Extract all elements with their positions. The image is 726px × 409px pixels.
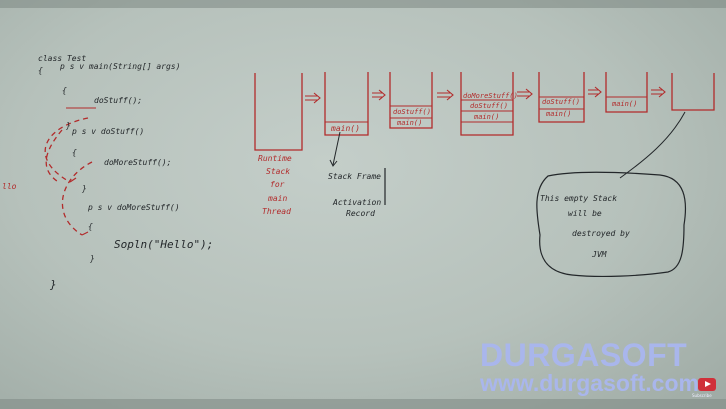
stack-container-7 bbox=[671, 73, 715, 111]
stack-caption-line-2: Stack bbox=[266, 167, 291, 176]
arrow-4 bbox=[517, 88, 533, 100]
stack-caption-line-5: Thread bbox=[262, 207, 291, 216]
board-bottom-edge bbox=[0, 399, 726, 409]
arrow-1 bbox=[305, 92, 321, 104]
call-arc-3 bbox=[45, 129, 63, 184]
pointer-stack-frame-head bbox=[329, 159, 338, 167]
code-open-brace: { bbox=[38, 66, 43, 75]
stack-caption-line-4: main bbox=[268, 194, 288, 203]
note-line-1: This empty Stack bbox=[540, 194, 618, 203]
stack-container-4 bbox=[460, 72, 514, 136]
stack-container-2 bbox=[324, 72, 369, 136]
stack-container-6 bbox=[605, 72, 648, 113]
frame-separators bbox=[325, 96, 647, 123]
code-dostuff-signature: p s v doStuff() bbox=[72, 127, 145, 136]
call-arc-2 bbox=[61, 161, 93, 236]
label-stack-frame: Stack Frame bbox=[328, 172, 381, 181]
board-top-edge bbox=[0, 0, 726, 8]
arrow-6 bbox=[651, 86, 666, 98]
stack-3-frame-main: main() bbox=[397, 119, 423, 127]
code-dostuff-close: } bbox=[82, 184, 87, 193]
left-edge-fragment: llo bbox=[2, 182, 17, 191]
code-class-decl: class Test bbox=[38, 54, 87, 63]
stack-3-frame-dostuff: doStuff() bbox=[393, 108, 431, 116]
note-line-3: destroyed by bbox=[572, 229, 630, 238]
youtube-subscribe-icon[interactable] bbox=[698, 378, 716, 391]
stack-6-frame-main: main() bbox=[612, 100, 638, 108]
arrow-3 bbox=[437, 89, 454, 101]
code-main-close: } bbox=[66, 121, 71, 130]
note-cloud bbox=[536, 171, 687, 278]
note-line-2: will be bbox=[568, 209, 602, 218]
label-activation-record-1: Activation bbox=[333, 198, 382, 207]
arrow-5 bbox=[588, 86, 602, 98]
stack-2-frame-main: main() bbox=[331, 124, 360, 133]
code-domore-signature: p s v doMoreStuff() bbox=[88, 203, 180, 212]
stack-5-frame-dostuff: doStuff() bbox=[542, 98, 580, 106]
watermark-url: www.durgasoft.com bbox=[480, 370, 699, 396]
stack-container-1 bbox=[254, 73, 303, 151]
stack-5-frame-main: main() bbox=[546, 110, 572, 118]
code-sopln: Sopln("Hello"); bbox=[114, 238, 214, 251]
code-call-domore: doMoreStuff(); bbox=[104, 158, 172, 167]
code-call-dostuff: doStuff(); bbox=[94, 96, 143, 105]
stack-container-3 bbox=[389, 72, 433, 129]
code-class-close: } bbox=[50, 278, 57, 291]
code-main-open: { bbox=[62, 86, 67, 95]
code-domore-open: { bbox=[88, 222, 93, 231]
arrow-2 bbox=[372, 89, 386, 101]
pointer-stack-frame bbox=[332, 131, 341, 166]
code-dostuff-open: { bbox=[72, 148, 77, 157]
stack-4-frame-main: main() bbox=[474, 113, 500, 121]
code-main-signature: p s v main(String[] args) bbox=[60, 62, 181, 71]
arrow-head-1 bbox=[69, 177, 77, 183]
stack-4-frame-domore: doMoreStuff() bbox=[463, 92, 518, 100]
label-activation-record-2: Record bbox=[346, 209, 375, 218]
pointer-empty-stack bbox=[619, 111, 686, 179]
transition-arrows bbox=[305, 86, 666, 104]
subscribe-label: Subscribe bbox=[692, 393, 712, 398]
stack-caption-line-1: Runtime bbox=[258, 154, 292, 163]
call-arcs bbox=[44, 117, 93, 236]
stack-caption-line-3: for bbox=[270, 180, 285, 189]
arrow-head-2 bbox=[81, 231, 89, 236]
stack-4-frame-dostuff: doStuff() bbox=[470, 102, 508, 110]
code-domore-close: } bbox=[90, 254, 95, 263]
watermark-brand: DURGASOFT bbox=[480, 337, 688, 373]
note-line-4: JVM bbox=[592, 250, 607, 259]
